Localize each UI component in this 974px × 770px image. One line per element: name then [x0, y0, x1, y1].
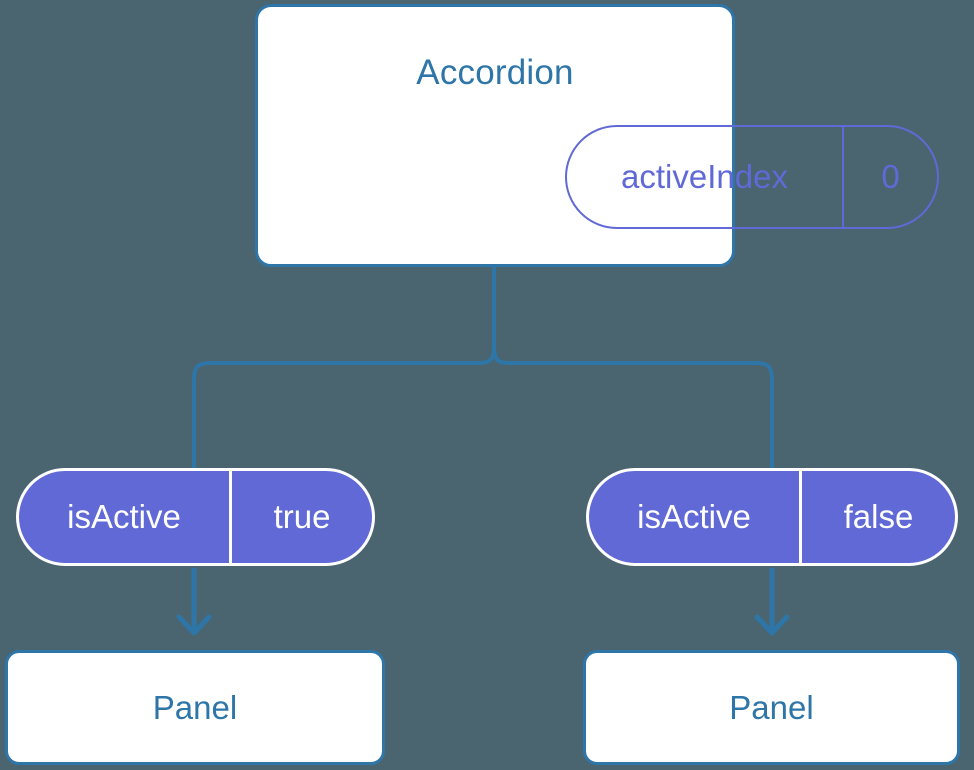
arrow-left-head-icon [176, 614, 212, 636]
right-branch-state-pill[interactable]: isActive false [586, 468, 958, 566]
accordion-state-value: 0 [881, 158, 900, 195]
left-panel-card[interactable]: Panel [5, 650, 385, 765]
left-panel-label: Panel [152, 688, 238, 726]
left-branch-state-key: isActive [19, 471, 232, 563]
connector-branch-right [492, 342, 774, 470]
arrow-right-head-icon [754, 614, 790, 636]
connector-branch-left [192, 342, 496, 470]
accordion-component-card[interactable]: Accordion activeIndex 0 [255, 4, 939, 267]
left-branch-state-value: true [273, 498, 331, 535]
left-branch-state-pill[interactable]: isActive true [16, 468, 375, 566]
right-panel-label: Panel [729, 688, 814, 726]
right-branch-state-value: false [843, 498, 914, 535]
accordion-title: Accordion [416, 53, 574, 92]
right-branch-state-key: isActive [589, 471, 802, 563]
accordion-state-pill[interactable]: activeIndex 0 [565, 125, 939, 229]
accordion-state-key: activeIndex [567, 127, 844, 227]
right-panel-card[interactable]: Panel [583, 650, 960, 765]
